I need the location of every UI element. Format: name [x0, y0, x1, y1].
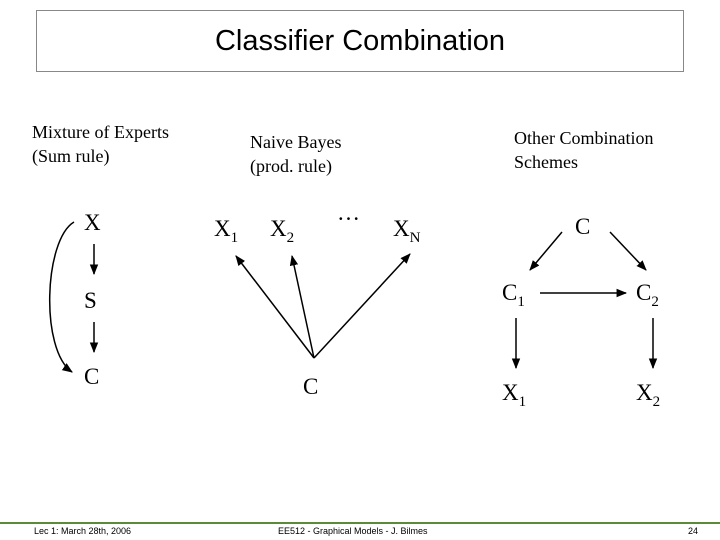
naive-label-line1: Naive Bayes [250, 132, 342, 152]
mixture-label-line2: (Sum rule) [32, 146, 110, 166]
node-mix-x: X [84, 210, 101, 235]
other-label-line2: Schemes [514, 152, 578, 172]
mixture-edges [49, 221, 99, 373]
other-edges [511, 231, 658, 370]
node-oc-c2: C2 [636, 280, 659, 310]
edge-x-to-c [49, 221, 75, 373]
footer-lecture-date: Lec 1: March 28th, 2006 [34, 526, 132, 536]
mixture-label-line1: Mixture of Experts [32, 122, 169, 142]
footer-page-number: 24 [688, 526, 699, 536]
slide-title: Classifier Combination [36, 10, 684, 72]
node-nb-x2: X2 [270, 216, 294, 246]
edge-c-to-c2 [609, 231, 647, 271]
edge-c-to-x1 [235, 255, 315, 359]
other-schemes-label: Other Combination Schemes [514, 126, 653, 174]
naive-bayes-edges [235, 253, 411, 359]
mixture-of-experts-label: Mixture of Experts (Sum rule) [32, 120, 169, 168]
footer-course-title: EE512 - Graphical Models - J. Bilmes [278, 526, 428, 536]
node-nb-ellipsis: … [337, 200, 360, 225]
node-mix-c: C [84, 364, 99, 389]
node-oc-c1: C1 [502, 280, 525, 310]
naive-label-line2: (prod. rule) [250, 156, 332, 176]
node-nb-xn: XN [393, 216, 421, 246]
node-oc-c: C [575, 214, 590, 239]
node-nb-c: C [303, 374, 318, 399]
other-label-line1: Other Combination [514, 128, 654, 148]
naive-bayes-label: Naive Bayes (prod. rule) [250, 130, 341, 178]
node-oc-x2: X2 [636, 380, 660, 410]
footer-divider [0, 522, 720, 524]
node-oc-x1: X1 [502, 380, 526, 410]
edge-c-to-x2 [289, 254, 315, 359]
node-mix-s: S [84, 288, 97, 313]
edge-c-to-c1 [529, 231, 563, 271]
edge-c-to-xn [313, 253, 411, 359]
node-nb-x1: X1 [214, 216, 238, 246]
